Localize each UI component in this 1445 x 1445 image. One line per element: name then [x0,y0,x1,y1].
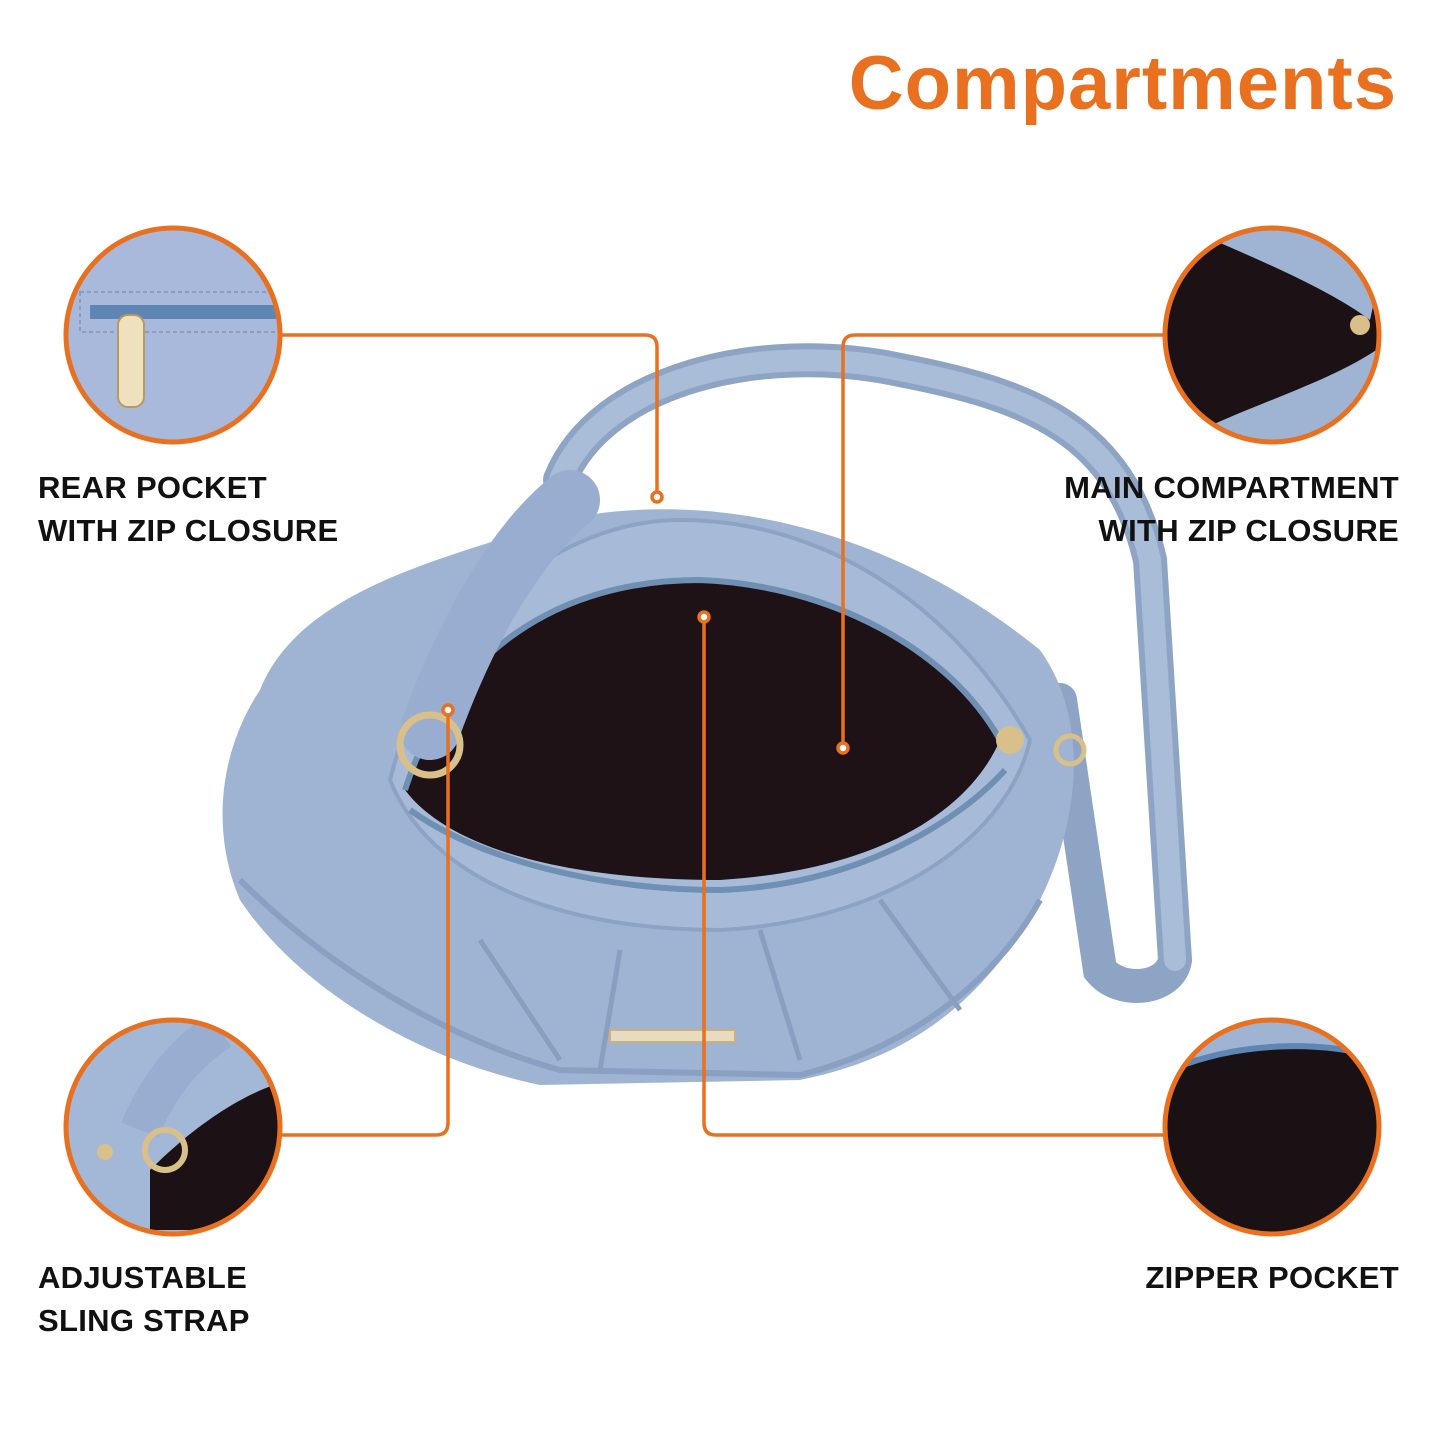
sling-strap-icon [63,1017,283,1237]
label-line: MAIN COMPARTMENT [1064,470,1399,505]
label-line: ADJUSTABLE [38,1260,248,1295]
handbag-image [222,343,1193,1085]
label-line: SLING STRAP [38,1303,250,1338]
main-compartment-icon [1162,225,1382,445]
label-zipper-pocket: ZIPPER POCKET [1145,1256,1399,1299]
label-line: REAR POCKET [38,470,267,505]
zipper-pocket-icon [1162,1017,1382,1237]
callout-dots [441,490,850,755]
label-sling-strap: ADJUSTABLE SLING STRAP [38,1256,250,1342]
label-line: WITH ZIP CLOSURE [1098,513,1399,548]
label-main-compartment: MAIN COMPARTMENT WITH ZIP CLOSURE [1064,466,1399,552]
label-line: ZIPPER POCKET [1145,1260,1399,1295]
label-rear-pocket: REAR POCKET WITH ZIP CLOSURE [38,466,338,552]
page-title: Compartments [848,41,1397,126]
callout-lines [282,333,1163,1137]
label-line: WITH ZIP CLOSURE [38,513,339,548]
rear-pocket-zip-icon [63,225,283,445]
